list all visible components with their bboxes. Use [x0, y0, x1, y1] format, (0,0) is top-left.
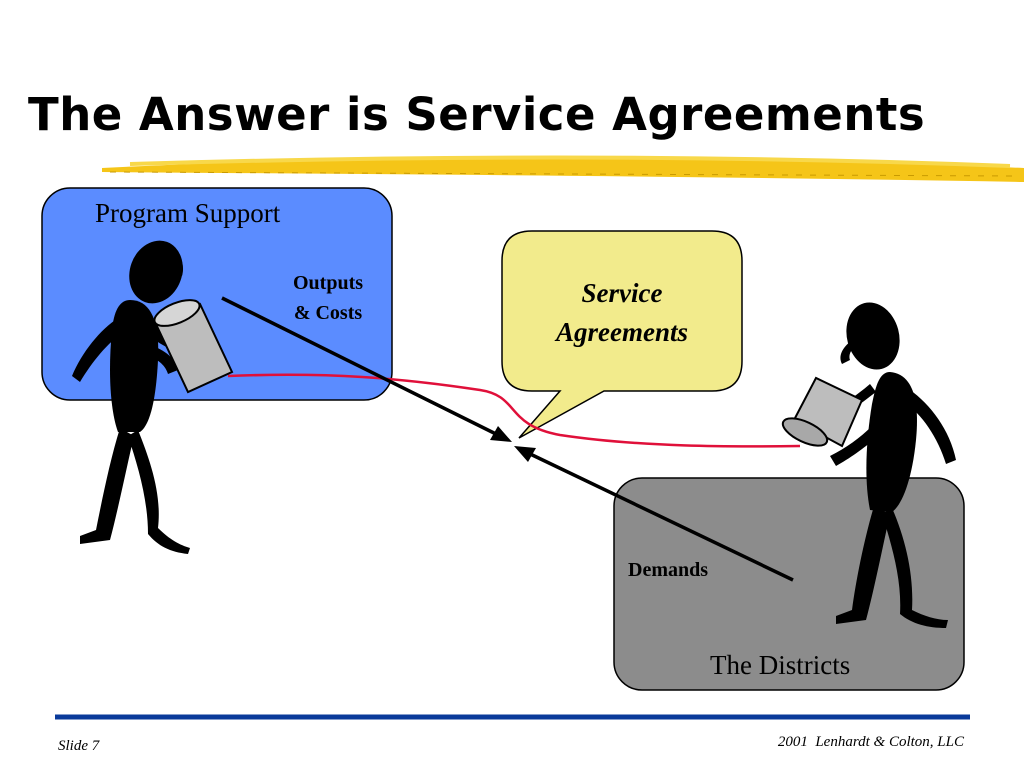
- service-agreements-line1: Service: [581, 278, 663, 308]
- service-agreements-bubble: [501, 230, 743, 439]
- outputs-costs-line1: Outputs: [292, 272, 364, 294]
- slide-number: Slide 7: [58, 738, 100, 754]
- left-tin-can: [153, 299, 234, 394]
- right-stick-figure: [816, 302, 956, 628]
- districts-label: The Districts: [710, 650, 851, 680]
- slide-title: The Answer is Service Agreements: [28, 88, 926, 141]
- title-underline-highlight: [102, 155, 1024, 182]
- service-agreements-label: Service Agreements: [502, 274, 742, 352]
- copyright-notice: 2001 Lenhardt & Colton, LLC: [777, 734, 964, 750]
- outputs-costs-label: Outputs & Costs: [268, 268, 388, 328]
- right-tin-can: [781, 376, 864, 448]
- outputs-costs-arrow: [221, 296, 512, 442]
- outputs-costs-line2: & Costs: [293, 302, 363, 324]
- tin-can-string: [227, 373, 801, 448]
- demands-label: Demands: [628, 559, 709, 581]
- demands-arrow: [514, 446, 794, 582]
- program-support-label: Program Support: [95, 198, 281, 228]
- service-agreements-line2: Agreements: [556, 317, 688, 347]
